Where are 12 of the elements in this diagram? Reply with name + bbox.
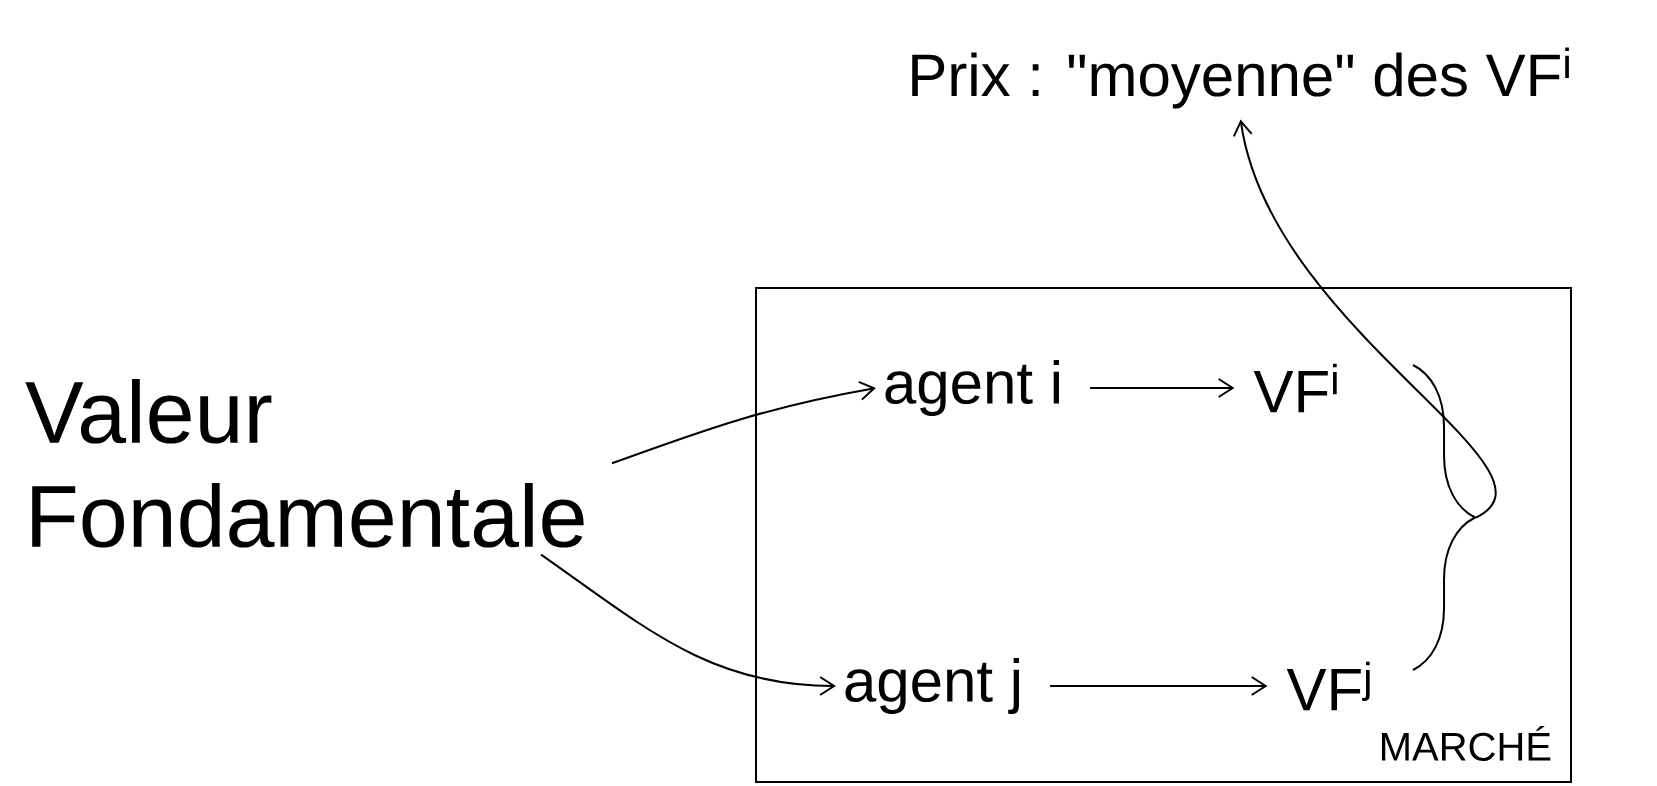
agent-label: agent i — [885, 360, 1059, 416]
arrow — [1089, 378, 1235, 398]
arrow — [611, 380, 876, 465]
heading-text: Prix : "moyenne" des VF$^{i}$ — [912, 47, 1569, 109]
arrow — [540, 553, 836, 696]
arrow — [1232, 119, 1496, 519]
agent-label: agent j — [845, 658, 1019, 714]
curly-brace — [1412, 364, 1477, 671]
value-label: VF$^{j}$ — [1286, 661, 1370, 711]
value-label: VF$^{i}$ — [1253, 363, 1337, 413]
arrow — [1049, 676, 1268, 696]
source-text: Valeur Fondamentale — [25, 379, 584, 548]
